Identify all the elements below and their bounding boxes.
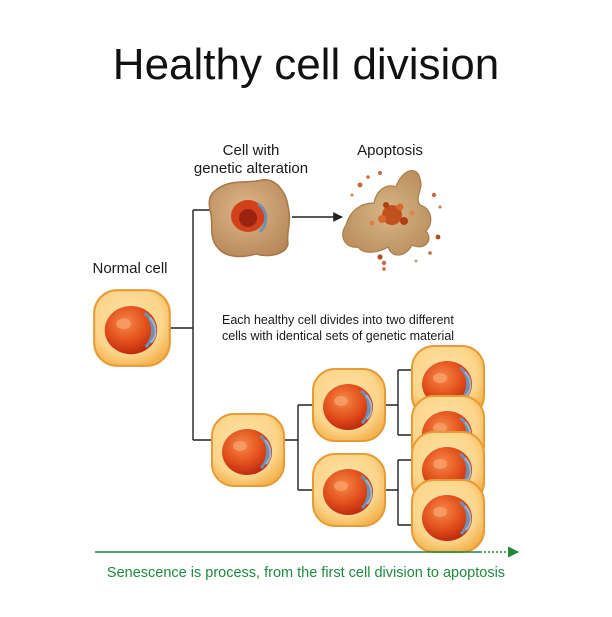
connector-gen1-to-gen2 xyxy=(283,404,313,491)
connector-gen2a-to-gen3 xyxy=(385,369,413,436)
daughter-cell-gen2-b xyxy=(311,452,387,528)
daughter-cell-gen2-a xyxy=(311,367,387,443)
connector-gen2b-to-gen3 xyxy=(385,459,413,526)
label-normal-cell: Normal cell xyxy=(92,260,168,277)
altered-cell xyxy=(208,179,291,258)
normal-cell xyxy=(92,288,172,368)
daughter-cell-gen1 xyxy=(210,412,286,488)
division-note-line1: Each healthy cell divides into two diffe… xyxy=(222,313,454,327)
connector-lines xyxy=(170,209,413,526)
apoptotic-cell xyxy=(342,170,442,271)
division-note-line2: cells with identical sets of genetic mat… xyxy=(222,329,455,343)
daughter-cell-gen3-d xyxy=(410,478,486,554)
senescence-caption: Senescence is process, from the first ce… xyxy=(106,565,506,581)
label-altered-line1: Cell with xyxy=(222,142,280,159)
division-note: Each healthy cell divides into two diffe… xyxy=(222,312,522,344)
label-altered-cell: Cell with genetic alteration xyxy=(176,142,326,178)
label-apoptosis: Apoptosis xyxy=(357,142,423,159)
connector-normal-to-branches xyxy=(170,209,213,441)
label-altered-line2: genetic alteration xyxy=(193,160,309,177)
page-title: Healthy cell division xyxy=(112,40,500,89)
